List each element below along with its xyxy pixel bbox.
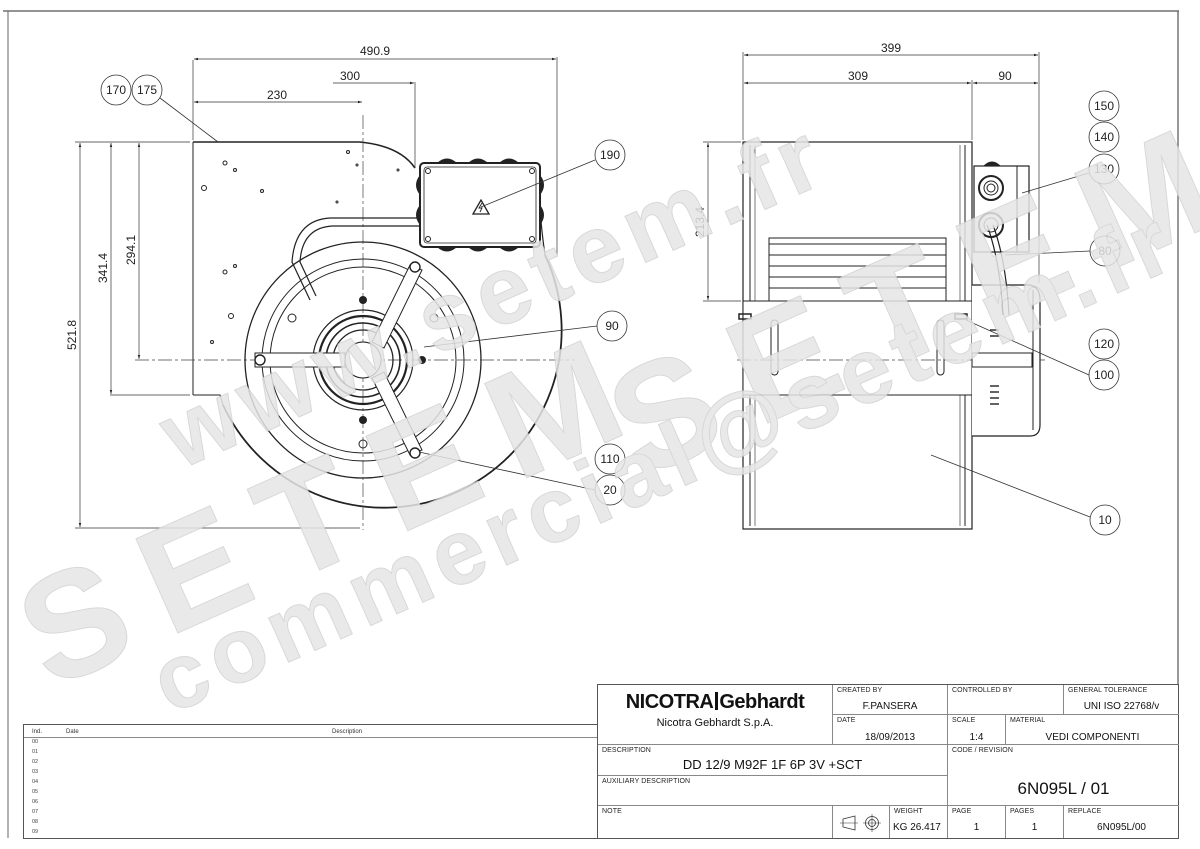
note-label: NOTE bbox=[602, 808, 622, 815]
balloon-140: 140 bbox=[1094, 130, 1114, 144]
dim-motor-projection: 90 bbox=[998, 69, 1012, 83]
dim-height-center: 294.1 bbox=[124, 235, 138, 265]
revision-row: 02 bbox=[32, 759, 39, 765]
material-value: VEDI COMPONENTI bbox=[1045, 732, 1140, 743]
balloon-170: 170 bbox=[106, 83, 126, 97]
created-by-label: CREATED BY bbox=[837, 687, 883, 694]
balloon-150: 150 bbox=[1094, 99, 1114, 113]
company-name: Nicotra Gebhardt S.p.A. bbox=[656, 717, 774, 729]
replace-value: 6N095L/00 bbox=[1097, 822, 1146, 833]
material-label: MATERIAL bbox=[1010, 717, 1046, 724]
scale-cell: SCALE 1:4 bbox=[948, 715, 1006, 745]
aux-description-label: AUXILIARY DESCRIPTION bbox=[602, 778, 691, 785]
material-cell: MATERIAL VEDI COMPONENTI bbox=[1006, 715, 1179, 745]
projection-symbol-cell bbox=[833, 806, 890, 838]
code-revision-cell: CODE / REVISION 6N095L / 01 bbox=[948, 745, 1179, 806]
header-date: Date bbox=[66, 729, 79, 735]
balloon-20: 20 bbox=[603, 483, 617, 497]
created-by-cell: CREATED BY F.PANSERA bbox=[833, 685, 948, 715]
description-value: DD 12/9 M92F 1F 6P 3V +SCT bbox=[682, 757, 863, 772]
page-cell: PAGE 1 bbox=[948, 806, 1006, 838]
revision-row: 06 bbox=[32, 799, 39, 805]
side-dimensions bbox=[703, 52, 1040, 302]
controlled-by-cell: CONTROLLED BY bbox=[948, 685, 1064, 715]
general-tolerance-label: GENERAL TOLERANCE bbox=[1068, 687, 1148, 694]
dim-to-box-edge: 300 bbox=[340, 69, 360, 83]
description-label: DESCRIPTION bbox=[602, 747, 651, 754]
code-revision-value: 6N095L / 01 bbox=[1017, 779, 1110, 798]
front-view bbox=[135, 115, 575, 530]
dim-overall-height: 521.8 bbox=[65, 320, 79, 350]
revision-row: 05 bbox=[32, 789, 39, 795]
controlled-by-label: CONTROLLED BY bbox=[952, 687, 1013, 694]
revision-row: 09 bbox=[32, 829, 39, 835]
balloon-190: 190 bbox=[600, 148, 620, 162]
general-tolerance-cell: GENERAL TOLERANCE UNI ISO 22768/v bbox=[1064, 685, 1179, 715]
revision-row: 03 bbox=[32, 769, 39, 775]
weight-cell: WEIGHT KG 26.417 bbox=[890, 806, 948, 838]
revision-row: 00 bbox=[32, 739, 39, 745]
dim-housing-width: 309 bbox=[848, 69, 868, 83]
balloon-110: 110 bbox=[600, 452, 619, 466]
date-label: DATE bbox=[837, 717, 856, 724]
weight-label: WEIGHT bbox=[894, 808, 923, 815]
scale-label: SCALE bbox=[952, 717, 976, 724]
balloon-175: 175 bbox=[137, 83, 157, 97]
replace-cell: REPLACE 6N095L/00 bbox=[1064, 806, 1179, 838]
description-cell: DESCRIPTION DD 12/9 M92F 1F 6P 3V +SCT bbox=[598, 745, 948, 776]
side-view bbox=[737, 141, 1045, 530]
balloon-90: 90 bbox=[605, 319, 619, 333]
front-balloons bbox=[100, 74, 628, 506]
pages-label: PAGES bbox=[1010, 808, 1035, 815]
revision-row: 01 bbox=[32, 749, 39, 755]
dim-height-outlet: 341.4 bbox=[96, 253, 110, 283]
revision-table: Ind. Date Description 00 01 02 03 04 05 … bbox=[23, 724, 598, 839]
aux-description-cell: AUXILIARY DESCRIPTION bbox=[598, 776, 948, 806]
balloon-80: 80 bbox=[1098, 244, 1112, 258]
side-balloons bbox=[930, 90, 1121, 536]
dim-overall-width: 490.9 bbox=[360, 44, 390, 58]
created-by-value: F.PANSERA bbox=[862, 701, 918, 712]
dim-overall-length: 399 bbox=[881, 41, 901, 55]
replace-label: REPLACE bbox=[1068, 808, 1102, 815]
front-dimensions bbox=[75, 57, 558, 529]
pages-value: 1 bbox=[1031, 822, 1038, 833]
revision-row: 04 bbox=[32, 779, 39, 785]
date-cell: DATE 18/09/2013 bbox=[833, 715, 948, 745]
scale-value: 1:4 bbox=[969, 732, 984, 743]
balloon-10: 10 bbox=[1098, 513, 1112, 527]
revision-row: 08 bbox=[32, 819, 39, 825]
balloon-120: 120 bbox=[1094, 337, 1114, 351]
header-ind: Ind. bbox=[32, 729, 43, 735]
page-label: PAGE bbox=[952, 808, 972, 815]
page-value: 1 bbox=[973, 822, 980, 833]
general-tolerance-value: UNI ISO 22768/v bbox=[1083, 701, 1160, 712]
date-value: 18/09/2013 bbox=[864, 732, 916, 743]
code-revision-label: CODE / REVISION bbox=[952, 747, 1014, 754]
balloon-130: 130 bbox=[1094, 162, 1114, 176]
dim-outlet-height: 213.4 bbox=[693, 207, 707, 237]
third-angle-projection-icon bbox=[840, 814, 881, 832]
pages-cell: PAGES 1 bbox=[1006, 806, 1064, 838]
dim-to-center: 230 bbox=[267, 88, 287, 102]
header-description: Description bbox=[332, 729, 363, 735]
note-cell: NOTE bbox=[598, 806, 833, 838]
revision-table-header: Ind. Date Description bbox=[24, 729, 597, 738]
balloon-100: 100 bbox=[1094, 368, 1114, 382]
weight-value: KG 26.417 bbox=[893, 822, 941, 833]
revision-row: 07 bbox=[32, 809, 39, 815]
